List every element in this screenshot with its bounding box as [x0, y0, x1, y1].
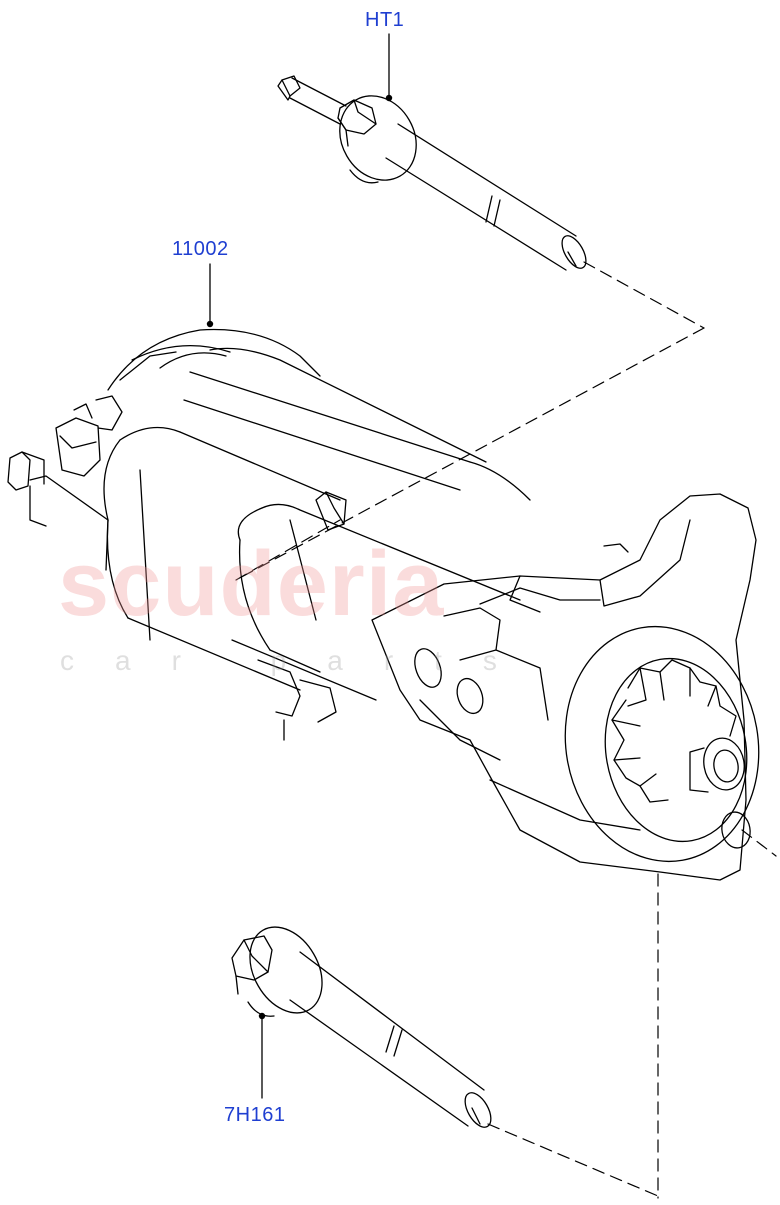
starter-motor-drawing: [7, 328, 760, 881]
assembly-lines: [235, 261, 777, 1199]
watermark-subtitle: car parts: [60, 645, 538, 676]
leader-lines: [209, 33, 390, 1099]
callout-7h161[interactable]: 7H161: [224, 1104, 286, 1126]
watermark-brand: scuderia: [58, 533, 445, 635]
leader-dot-11002: [206, 320, 214, 328]
bolt-bottom-drawing: [231, 926, 492, 1128]
bolt-top-drawing: [277, 75, 587, 271]
callout-11002[interactable]: 11002: [172, 238, 229, 260]
callout-ht1[interactable]: HT1: [365, 9, 405, 31]
leader-dot-ht1: [385, 94, 393, 102]
leader-dot-7h161: [258, 1012, 266, 1020]
